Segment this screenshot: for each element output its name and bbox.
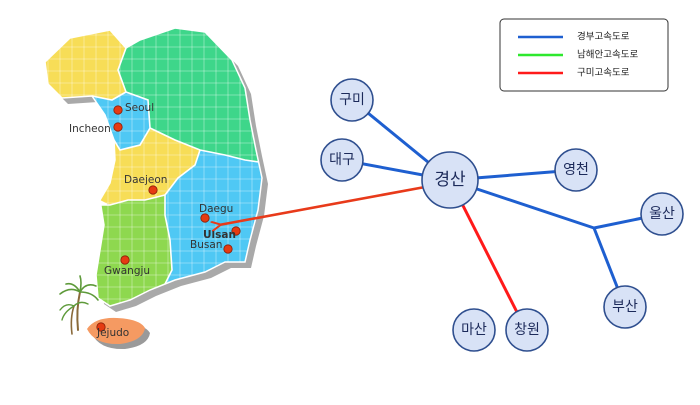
city-markers: Seoul Incheon Daejeon Daegu Ulsan Busan … bbox=[69, 102, 241, 339]
node-ulsan[interactable]: 울산 bbox=[640, 192, 684, 236]
node-changwon[interactable]: 창원 bbox=[505, 308, 549, 352]
region-chungcheong bbox=[100, 128, 200, 205]
node-busan[interactable]: 부산 bbox=[603, 285, 647, 329]
city-label-busan: Busan bbox=[190, 239, 222, 251]
node-label-masan: 마산 bbox=[461, 322, 487, 338]
node-label-gumi: 구미 bbox=[339, 92, 365, 108]
legend-label-namhaean: 남해안고속도로 bbox=[577, 49, 638, 61]
map-outline bbox=[44, 27, 263, 307]
node-daegu[interactable]: 대구 bbox=[320, 138, 364, 182]
city-label-ulsan: Ulsan bbox=[203, 229, 236, 241]
palm-tree-icon bbox=[59, 275, 99, 335]
city-dot-daejeon bbox=[148, 185, 158, 195]
legend-label-gyeongbu: 경부고속도로 bbox=[577, 31, 630, 43]
node-label-changwon: 창원 bbox=[514, 322, 540, 338]
node-label-daegu: 대구 bbox=[329, 152, 355, 168]
city-dot-daegu bbox=[200, 213, 210, 223]
korea-map: Seoul Incheon Daejeon Daegu Ulsan Busan … bbox=[44, 27, 268, 350]
city-label-jejudo: Jejudo bbox=[96, 327, 129, 339]
city-dot-seoul bbox=[113, 105, 123, 115]
node-yeongcheon[interactable]: 영천 bbox=[554, 148, 598, 192]
city-dot-incheon bbox=[113, 122, 123, 132]
highway-network: 경산 구미 대구 영천 울산 부산 마산 창원 bbox=[219, 78, 684, 352]
region-borders bbox=[90, 28, 262, 306]
node-label-gyeongsan: 경산 bbox=[434, 170, 466, 190]
pointer-arrow bbox=[219, 185, 426, 225]
legend: 경부고속도로 남해안고속도로 구미고속도로 bbox=[499, 18, 669, 92]
node-label-ulsan: 울산 bbox=[649, 206, 675, 222]
city-label-daegu: Daegu bbox=[199, 203, 233, 215]
city-dot-ulsan bbox=[231, 226, 241, 236]
city-dot-jejudo bbox=[96, 322, 106, 332]
node-gyeongsan[interactable]: 경산 bbox=[421, 151, 479, 209]
node-label-busan: 부산 bbox=[612, 299, 638, 315]
node-gumi[interactable]: 구미 bbox=[330, 78, 374, 122]
legend-label-gumi: 구미고속도로 bbox=[577, 68, 630, 79]
city-label-gwangju: Gwangju bbox=[104, 265, 150, 277]
city-dot-gwangju bbox=[120, 255, 130, 265]
city-label-incheon: Incheon bbox=[69, 123, 111, 135]
node-label-yeongcheon: 영천 bbox=[563, 162, 589, 178]
city-label-daejeon: Daejeon bbox=[124, 174, 167, 186]
region-capital bbox=[92, 92, 150, 150]
city-dot-busan bbox=[223, 244, 233, 254]
node-masan[interactable]: 마산 bbox=[452, 308, 496, 352]
city-label-seoul: Seoul bbox=[125, 102, 154, 114]
